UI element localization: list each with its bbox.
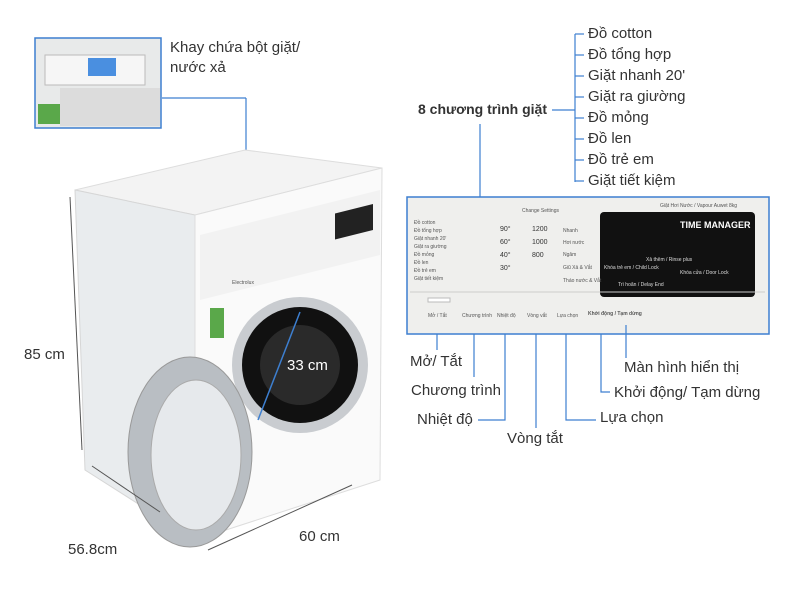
depth-label: 56.8cm [68, 541, 118, 558]
program-item: Đồ trẻ em [588, 151, 654, 168]
temp-option: 30° [500, 265, 511, 272]
drawer-label: Khay chứa bột giặt/ nước xả [170, 39, 301, 76]
panel-program: Giặt tiết kiệm [414, 276, 444, 282]
display-label: Màn hình hiển thị [624, 359, 740, 376]
energy-label [38, 104, 63, 124]
brand-logo: Electrolux [232, 280, 254, 286]
power-label: Mở/ Tắt [410, 353, 463, 370]
height-label: 85 cm [24, 346, 65, 363]
program-item: Đồ tổng hợp [588, 46, 672, 63]
start-pause-label: Khởi động/ Tạm dừng [614, 384, 761, 401]
temp-option: 40° [500, 252, 511, 259]
program-item: Đồ cotton [588, 25, 653, 42]
width-label: 60 cm [299, 528, 340, 545]
door-diameter-label: 33 cm [287, 357, 328, 374]
door-lock-indicator: Khóa cửa / Door Lock [680, 270, 729, 276]
panel-program: Đồ cotton [414, 220, 436, 226]
time-manager-logo: TIME MANAGER [680, 220, 751, 230]
panel-program: Đồ mỏng [414, 252, 435, 258]
program-item: Giặt nhanh 20' [588, 67, 686, 84]
spin-button[interactable]: Vòng vắt [527, 313, 547, 319]
detergent-cup [88, 58, 116, 76]
display-screen [600, 212, 755, 297]
program-item: Đồ mỏng [588, 109, 649, 126]
panel-program: Đồ trẻ em [414, 268, 436, 274]
panel-model: Giặt Hơi Nước / Vapour Auwet 8kg [660, 203, 738, 209]
temperature-button[interactable]: Nhiệt độ [497, 313, 516, 319]
child-lock-indicator: Khóa trẻ em / Child Lock [604, 265, 659, 271]
panel-change-settings: Change Settings [522, 208, 559, 214]
temp-option: 60° [500, 239, 511, 246]
spin-option: 1000 [532, 239, 548, 246]
programs-title: 8 chương trình giặt [418, 101, 547, 117]
extra-option: Nhanh [563, 228, 578, 234]
program-item: Giặt tiết kiệm [588, 172, 676, 189]
spin-option: 1200 [532, 226, 548, 233]
option-label: Lựa chọn [600, 409, 664, 426]
start-pause-button[interactable]: Khởi động / Tạm dừng [588, 311, 642, 317]
delay-end-indicator: Trì hoãn / Delay End [618, 282, 664, 288]
program-item: Đồ len [588, 130, 632, 147]
extra-option: Giũ Xả & Vắt [563, 265, 592, 271]
program-label: Chương trình [411, 382, 501, 399]
panel-program: Đồ len [414, 260, 429, 266]
program-item: Giặt ra giường [588, 88, 686, 105]
extra-option: Hơi nước [563, 240, 585, 246]
rinse-plus-indicator: Xả thêm / Rinse plus [646, 257, 693, 263]
panel-program: Giặt nhanh 20' [414, 236, 447, 242]
spin-option: 800 [532, 252, 544, 259]
panel-program: Giặt ra giường [414, 244, 447, 250]
option-button[interactable]: Lựa chọn [557, 313, 579, 319]
temp-option: 90° [500, 226, 511, 233]
extra-option: Tháo nước & Vắt [563, 278, 602, 284]
temperature-label: Nhiệt độ [417, 411, 473, 428]
power-button[interactable]: Mở / Tắt [428, 313, 447, 319]
panel-program: Đồ tổng hợp [414, 228, 442, 234]
spin-label: Vòng tắt [507, 430, 563, 447]
program-button[interactable]: Chương trình [462, 313, 492, 319]
extra-option: Ngâm [563, 252, 577, 258]
